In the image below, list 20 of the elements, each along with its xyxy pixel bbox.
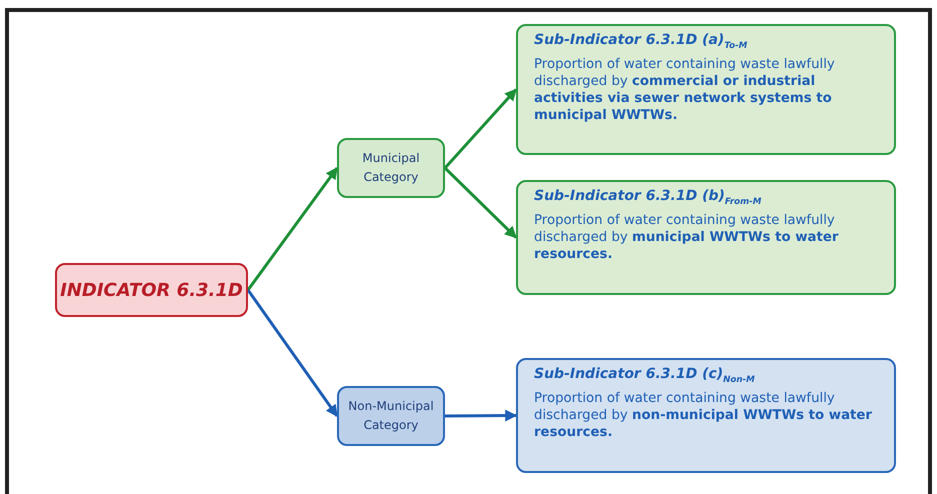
indicator-box	[55, 263, 248, 317]
sub-indicator-description: Proportion of water containing waste lawfully discharged by non-municipal WWTWs to water resources.	[534, 390, 873, 441]
sub-indicator-description: Proportion of water containing waste lawfully discharged by commercial or industrial activities via sewer network systems to municipal WWTWs.	[534, 56, 836, 124]
sub-indicator-description: Proportion of water containing waste lawfully discharged by municipal WWTWs to water resources.	[534, 212, 840, 263]
sub-indicator-box	[516, 24, 896, 155]
category-box	[337, 386, 445, 446]
category-box	[337, 138, 445, 198]
sub-indicator-heading: Sub-Indicator 6.3.1D (b)$_{From-M}$	[534, 188, 762, 207]
category-label: Non-Municipal Category	[347, 398, 435, 434]
indicator-title: INDICATOR 6.3.1D	[60, 280, 243, 300]
sub-indicator-heading: Sub-Indicator 6.3.1D (c)$_{Non-M}$	[534, 366, 756, 385]
category-label: Municipal Category	[361, 150, 421, 186]
sub-indicator-heading: Sub-Indicator 6.3.1D (a)$_{To-M}$	[534, 32, 748, 51]
arrow	[444, 88, 518, 169]
arrow	[246, 289, 338, 417]
arrow	[444, 166, 518, 239]
sub-indicator-box	[516, 180, 896, 295]
sub-indicator-box	[516, 358, 896, 473]
arrow	[444, 410, 518, 422]
arrow	[246, 167, 338, 291]
